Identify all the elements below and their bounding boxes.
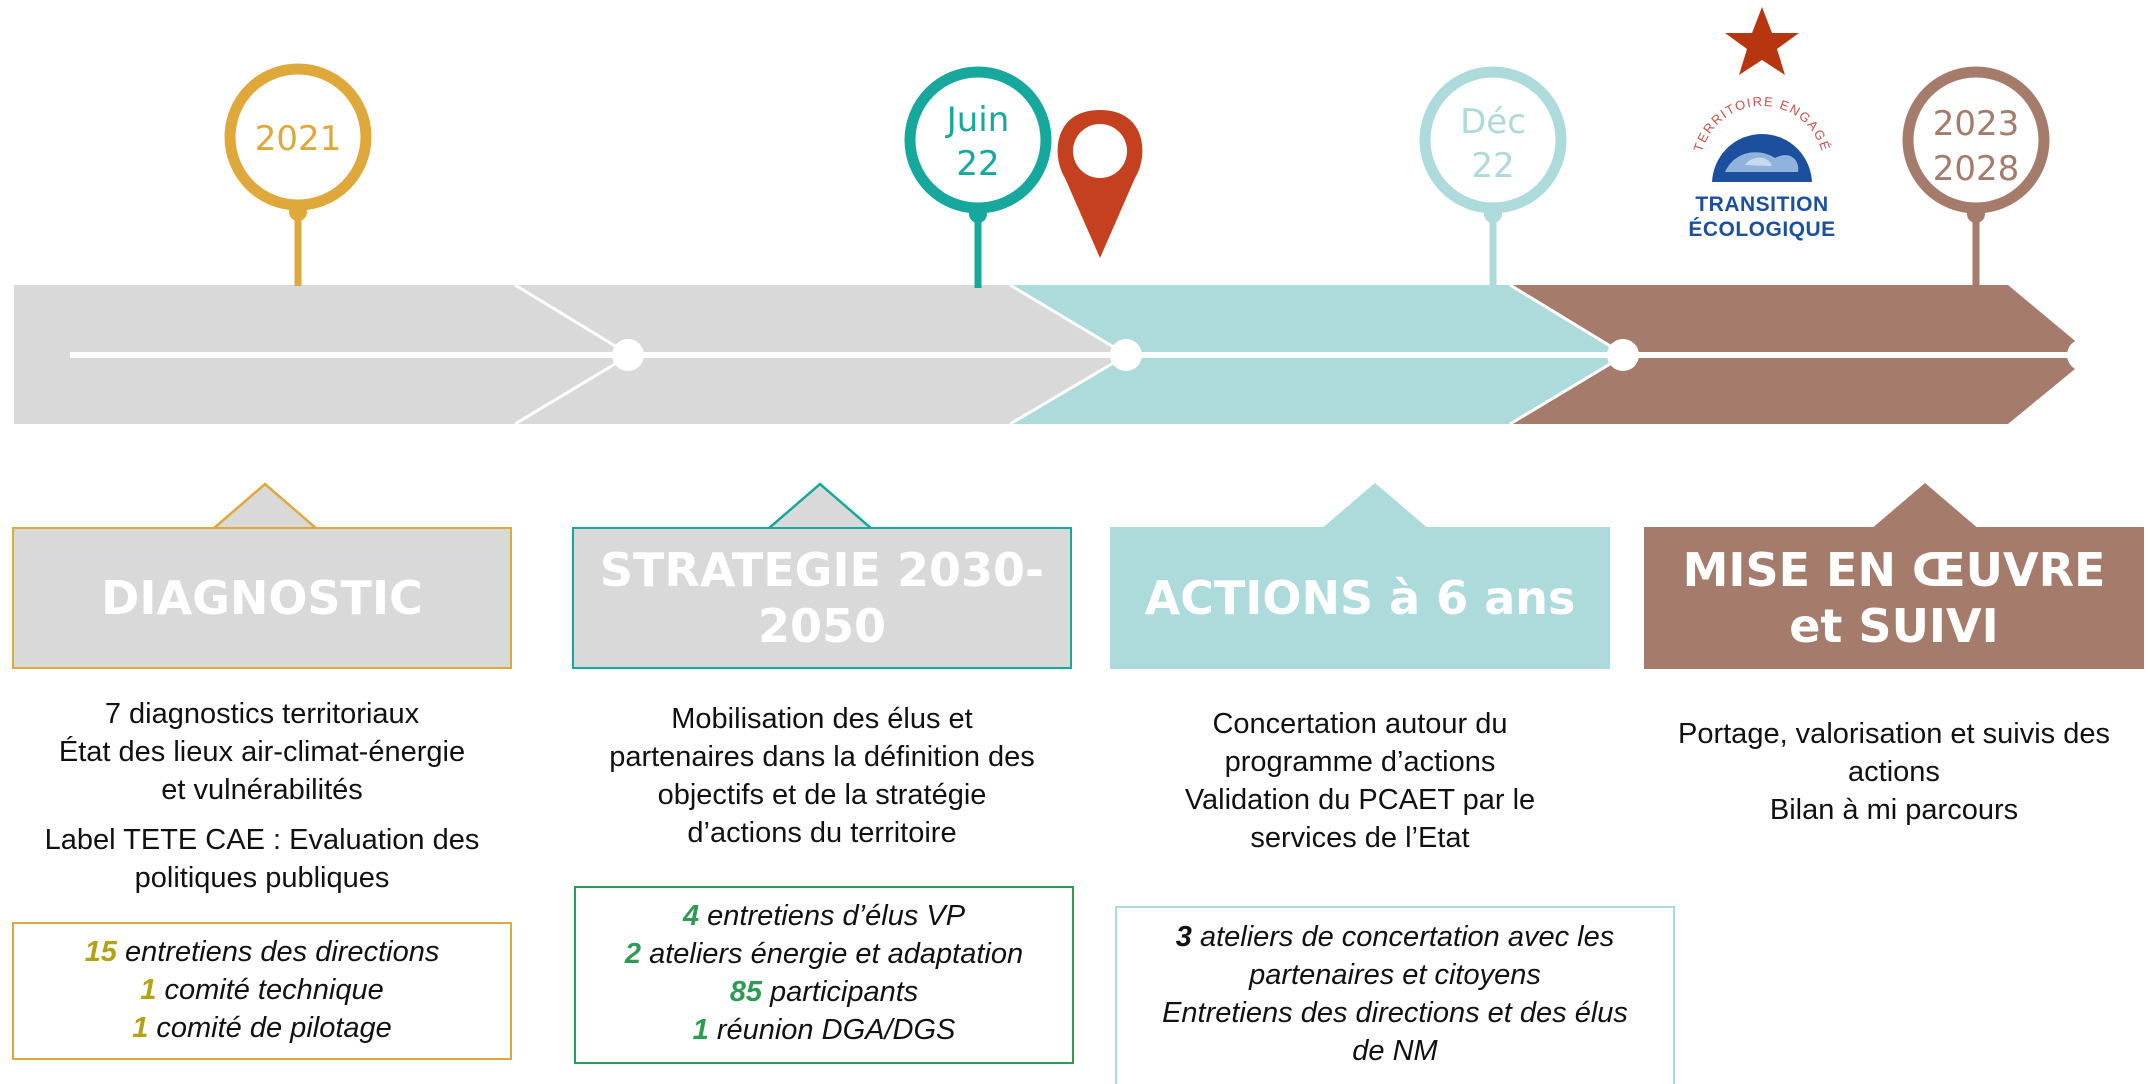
phase-description: Portage, valorisation et suivis des acti… [1678,718,2110,826]
milestone-2021: 2021 [224,63,372,286]
phase-pointer [765,482,875,530]
milestone-label: 2021 [255,119,342,159]
stat-line: 1 réunion DGA/DGS [692,1014,956,1046]
milestone-label: 22 [1471,146,1514,186]
milestone-label: 2023 [1933,104,2020,144]
stat-line: partenaires et citoyens [1249,959,1541,991]
stat-line: 2 ateliers énergie et adaptation [624,938,1024,970]
star-icon [1725,7,1799,75]
stat-line: 1 comité technique [140,974,384,1006]
stat-line: 4 entretiens d’élus VP [682,900,966,932]
milestone-dec-22: Déc 22 [1419,66,1567,286]
milestone-2023-2028: 2023 2028 [1902,66,2050,286]
phase-title-diagnostic: DIAGNOSTIC [12,527,512,669]
phase-description: Concertation autour du programme d’actio… [1184,708,1536,854]
stat-line: de NM [1352,1035,1438,1067]
milestone-label: 22 [956,144,999,184]
logo-line-1: TRANSITION [1695,193,1829,216]
timeline-node [1110,339,1142,371]
timeline-node [1607,339,1639,371]
milestone-label: 2028 [1933,149,2020,189]
timeline-node [2067,339,2099,371]
phase-pointer [210,482,320,530]
phase-pointer [1320,483,1430,530]
phase-description: 7 diagnostics territoriaux État des lieu… [44,698,480,894]
phase-stats-box: 4 entretiens d’élus VP 2 ateliers énergi… [574,886,1074,1064]
phase-title-strategie: STRATEGIE 2030- 2050 [572,527,1072,669]
stat-line: 3 ateliers de concertation avec les [1175,921,1615,953]
timeline-node [612,339,644,371]
milestone-label: Déc [1460,102,1526,142]
stat-line: 1 comité de pilotage [132,1012,392,1044]
phase-pointer [1870,483,1980,530]
milestone-label: Juin [945,100,1010,140]
phase-stats-box: 15 entretiens des directions 1 comité te… [12,922,512,1060]
phase-title-mise-en-oeuvre: MISE EN ŒUVRE et SUIVI [1644,527,2144,669]
stat-line: 85 participants [729,976,919,1008]
stat-line: 15 entretiens des directions [84,936,440,968]
location-pin-icon [1057,110,1143,258]
logo-line-2: ÉCOLOGIQUE [1688,218,1836,241]
phase-stats-box: 3 ateliers de concertation avec les part… [1115,906,1675,1084]
phase-description: Mobilisation des élus et partenaires dan… [609,703,1035,849]
phase-title-actions: ACTIONS à 6 ans [1110,527,1610,669]
stat-line: Entretiens des directions et des élus [1162,997,1628,1029]
milestone-juin-22: Juin 22 [904,66,1052,288]
